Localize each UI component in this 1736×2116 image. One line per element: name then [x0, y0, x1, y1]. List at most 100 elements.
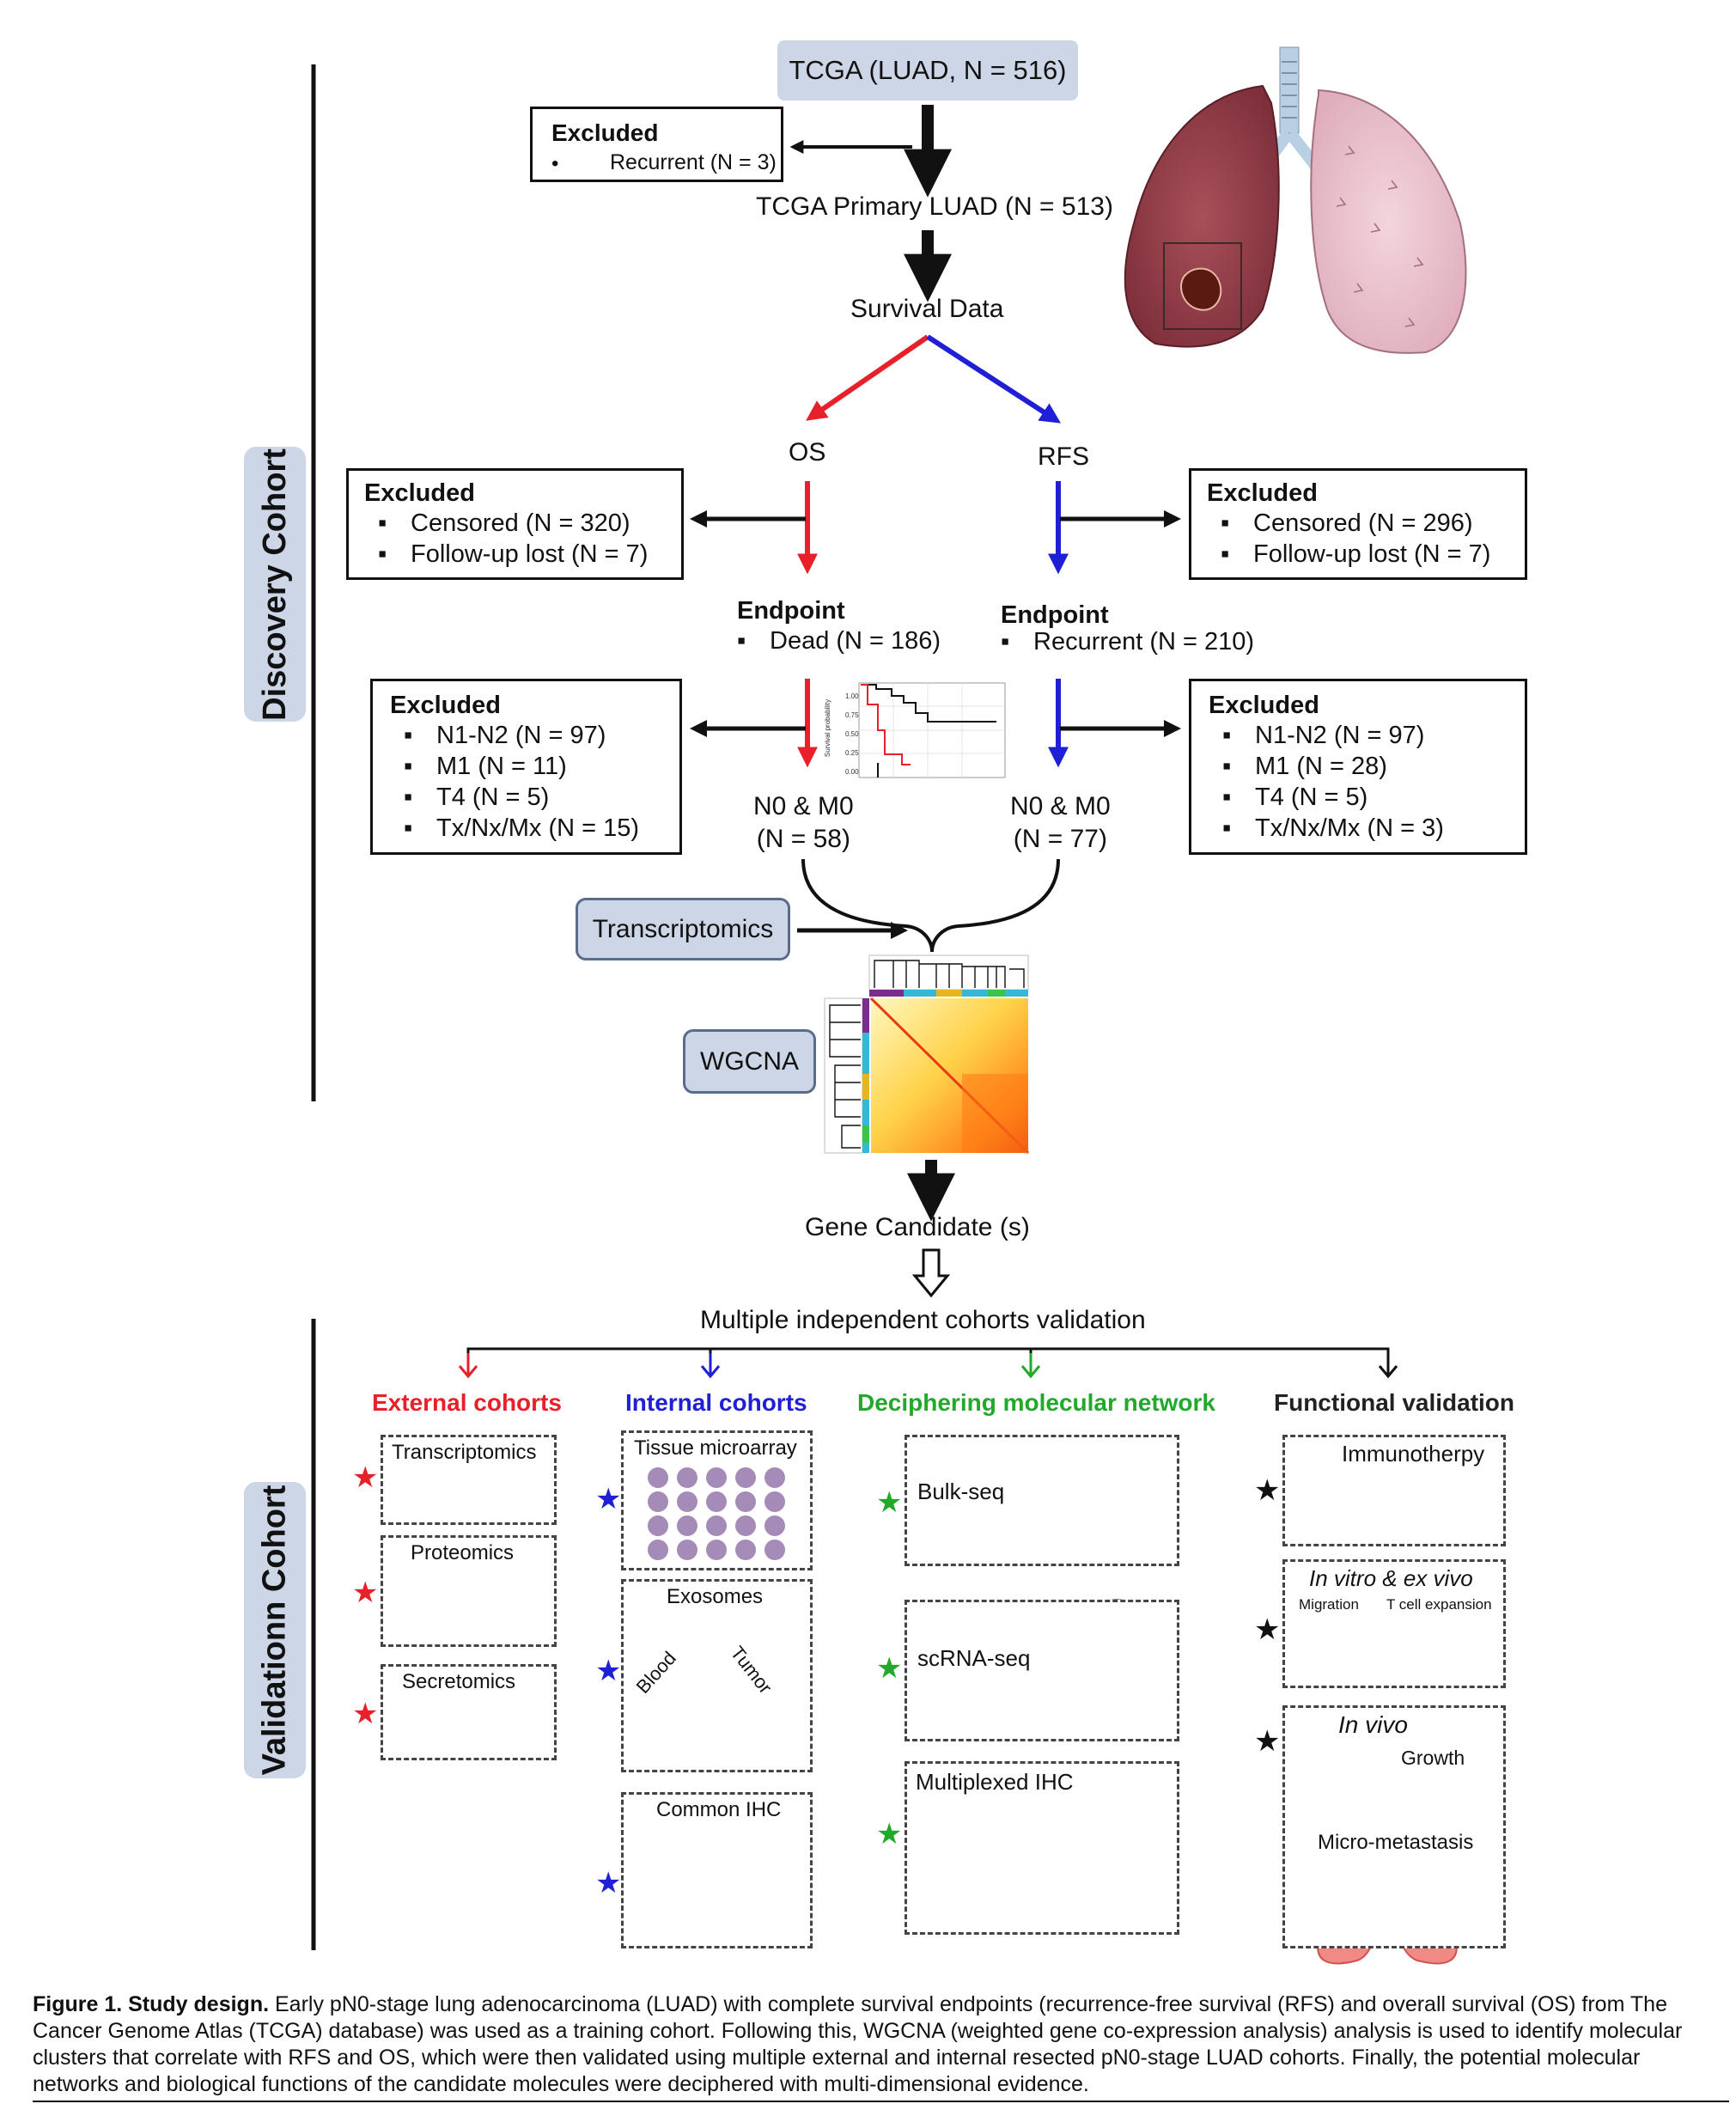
- external-proteomics-panel: Proteomics: [381, 1535, 557, 1647]
- tma-core: [706, 1540, 727, 1560]
- star-icon: ★: [595, 1483, 622, 1515]
- excluded-os2-box: Excluded N1-N2 (N = 97) M1 (N = 11) T4 (…: [370, 679, 682, 855]
- validation-cohort-label: Validationn Cohort: [244, 1482, 306, 1778]
- multi-validation-label: Multiple independent cohorts validation: [700, 1306, 1146, 1334]
- n0m0-rfs-line: N0 & M0: [1010, 792, 1111, 820]
- gene-candidate-label: Gene Candidate (s): [805, 1213, 1030, 1241]
- tcell-label: T cell expansion: [1386, 1596, 1492, 1613]
- functional-title: Functional validation: [1274, 1389, 1515, 1416]
- n0m0-rfs: N0 & M0 (N = 77): [1010, 790, 1111, 856]
- tcga-box: TCGA (LUAD, N = 516): [777, 40, 1078, 101]
- star-icon: ★: [595, 1655, 622, 1687]
- km-tick: 0.25: [845, 749, 859, 757]
- excluded-os2-item: N1-N2 (N = 97): [390, 720, 679, 751]
- external-secretomics-panel: Secretomics: [381, 1664, 557, 1760]
- tma-grid: [648, 1467, 794, 1562]
- caption-rule: [33, 2101, 1729, 2102]
- tma-core: [764, 1491, 785, 1512]
- excluded-os-box: Excluded Censored (N = 320) Follow-up lo…: [346, 468, 684, 580]
- panel-label: Bulk-seq: [917, 1479, 1005, 1504]
- exosomes-panel: Exosomes Blood Tumor: [621, 1579, 813, 1772]
- excluded-top-box: Excluded • Recurrent (N = 3): [530, 107, 783, 182]
- network-title: Deciphering molecular network: [857, 1389, 1215, 1416]
- panel-label: Exosomes: [667, 1585, 764, 1608]
- panel-label: Proteomics: [411, 1541, 515, 1564]
- panel-label: scRNA-seq: [917, 1645, 1031, 1671]
- multiplexed-ihc-panel: Multiplexed IHC: [905, 1761, 1179, 1935]
- n0m0-os: N0 & M0 (N = 58): [753, 790, 854, 856]
- panel-label: Transcriptomics: [392, 1441, 537, 1464]
- star-icon: ★: [876, 1652, 903, 1685]
- tma-core: [706, 1491, 727, 1512]
- excluded-top-title: Excluded: [551, 119, 659, 146]
- panel-label: Secretomics: [402, 1670, 516, 1693]
- tma-core: [677, 1467, 697, 1488]
- panel-label: Common IHC: [656, 1798, 782, 1821]
- tma-core: [648, 1491, 668, 1512]
- km-tick: 0.00: [845, 768, 859, 776]
- endpoint-os-item: Dead (N = 186): [723, 625, 941, 656]
- wgcna-box: WGCNA: [683, 1029, 816, 1094]
- tma-core: [677, 1540, 697, 1560]
- excluded-rfs-item: Censored (N = 296): [1207, 508, 1525, 539]
- primary-luad-label: TCGA Primary LUAD (N = 513): [756, 192, 1113, 221]
- tumor-label: Tumor: [726, 1642, 777, 1698]
- tma-core: [764, 1540, 785, 1560]
- excluded-rfs2-item: M1 (N = 28): [1209, 751, 1525, 782]
- tma-core: [648, 1540, 668, 1560]
- caption-label: Figure 1. Study design.: [33, 1992, 270, 2016]
- excluded-os-item: Follow-up lost (N = 7): [364, 539, 681, 570]
- survival-data-label: Survival Data: [850, 295, 1004, 323]
- excluded-top-item: Recurrent (N = 3): [610, 150, 777, 174]
- figure-caption: Figure 1. Study design. Early pN0-stage …: [33, 1991, 1729, 2098]
- tma-core: [648, 1515, 668, 1536]
- endpoint-os-title: Endpoint: [737, 597, 845, 625]
- excluded-rfs-box: Excluded Censored (N = 296) Follow-up lo…: [1189, 468, 1527, 580]
- internal-cohorts-title: Internal cohorts: [625, 1389, 807, 1416]
- invitro-panel: In vitro & ex vivo Migration T cell expa…: [1282, 1559, 1506, 1688]
- blood-label: Blood: [631, 1647, 680, 1698]
- invivo-panel: In vivo Growth Micro-metastasis: [1282, 1705, 1506, 1948]
- endpoint-rfs-item: Recurrent (N = 210): [987, 626, 1254, 657]
- rfs-label: RFS: [1038, 442, 1089, 471]
- excluded-os2-item: T4 (N = 5): [390, 782, 679, 813]
- excluded-rfs2-item: N1-N2 (N = 97): [1209, 720, 1525, 751]
- star-icon: ★: [1254, 1613, 1281, 1646]
- star-icon: ★: [352, 1576, 379, 1609]
- km-ylabel: Survival probability: [824, 698, 832, 758]
- km-tick: 1.00: [845, 692, 859, 700]
- external-transcriptomics-panel: Transcriptomics: [381, 1435, 557, 1525]
- excluded-os2-item: M1 (N = 11): [390, 751, 679, 782]
- n0m0-os-line: (N = 58): [756, 825, 850, 853]
- km-tick: 0.75: [845, 711, 859, 719]
- star-icon: ★: [876, 1818, 903, 1851]
- panel-label: In vivo: [1338, 1711, 1408, 1738]
- bulk-seq-panel: Bulk-seq: [905, 1435, 1179, 1566]
- excluded-rfs2-box: Excluded N1-N2 (N = 97) M1 (N = 28) T4 (…: [1189, 679, 1527, 855]
- n0m0-rfs-line: (N = 77): [1013, 825, 1107, 853]
- n0m0-os-line: N0 & M0: [753, 792, 854, 820]
- tma-core: [735, 1467, 756, 1488]
- excluded-rfs-title: Excluded: [1207, 479, 1318, 507]
- star-icon: ★: [1254, 1725, 1281, 1758]
- panel-label: Multiplexed IHC: [916, 1769, 1074, 1795]
- star-icon: ★: [876, 1486, 903, 1519]
- tma-core: [735, 1515, 756, 1536]
- panel-label: Tissue microarray: [634, 1436, 797, 1460]
- tma-core: [764, 1515, 785, 1536]
- endpoint-rfs-title: Endpoint: [1001, 601, 1109, 629]
- tma-core: [677, 1515, 697, 1536]
- excluded-rfs2-title: Excluded: [1209, 692, 1319, 719]
- micrometastasis-label: Micro-metastasis: [1318, 1831, 1474, 1854]
- common-ihc-panel: Common IHC: [621, 1792, 813, 1948]
- migration-label: Migration: [1299, 1596, 1359, 1613]
- star-icon: ★: [352, 1461, 379, 1494]
- star-icon: ★: [1254, 1474, 1281, 1507]
- transcriptomics-box: Transcriptomics: [576, 898, 790, 960]
- tma-core: [735, 1491, 756, 1512]
- tissue-microarray-panel: Tissue microarray: [621, 1430, 813, 1570]
- star-icon: ★: [352, 1698, 379, 1730]
- discovery-cohort-label: Discovery Cohort: [244, 447, 306, 722]
- endpoint-os: Endpoint Dead (N = 186): [737, 597, 941, 656]
- external-cohorts-title: External cohorts: [372, 1389, 562, 1416]
